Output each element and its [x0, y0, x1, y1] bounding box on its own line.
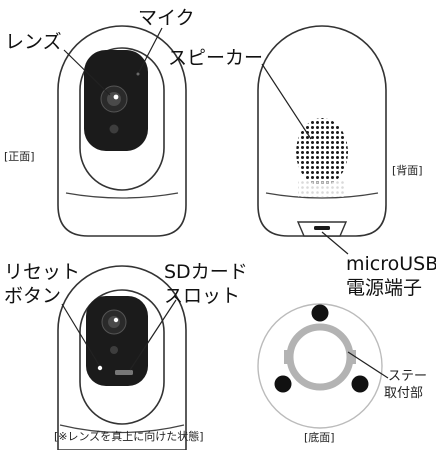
back-label: [背面]: [392, 163, 423, 177]
stand-leader-line: [347, 351, 389, 379]
mount-tab-right: [349, 350, 356, 364]
back-camera: [257, 25, 387, 237]
sd-leader-line: [129, 299, 177, 371]
lens-label: レンズ: [5, 31, 62, 53]
usb-port-icon: [314, 226, 330, 230]
lens-up-note: [※レンズを真上に向けた状態]: [54, 429, 204, 443]
mount-tab-left: [284, 350, 291, 364]
lens-panel-up: [86, 296, 148, 386]
front-label: [正面]: [4, 150, 35, 163]
reset-button-icon: [97, 365, 103, 371]
stand-label-line1: ステー: [388, 369, 427, 384]
foot-left-icon: [274, 375, 292, 393]
mic-label: マイク: [138, 7, 195, 29]
mic-leader-line: [138, 27, 163, 73]
bottom-label: [底面]: [304, 430, 335, 444]
sensor-icon: [109, 124, 119, 134]
front-camera: [57, 25, 187, 237]
foot-right-icon: [351, 375, 369, 393]
speaker-leader-line: [261, 63, 312, 140]
microusb-label-line1: microUSB: [346, 253, 436, 275]
foot-top-icon: [311, 304, 329, 322]
bottom-view: [257, 303, 383, 429]
microusb-label-line2: 電源端子: [346, 277, 422, 299]
reset-leader-line: [61, 303, 100, 366]
sdcard-label-line1: SDカード: [164, 261, 248, 283]
speaker-label: スピーカー: [168, 47, 263, 69]
lens-up-camera: [57, 265, 187, 450]
reset-label-line2: ボタン: [4, 285, 61, 307]
reset-label-line1: リセット: [4, 261, 80, 283]
usb-leader-line: [321, 231, 349, 255]
sdcard-label-line2: スロット: [164, 285, 240, 307]
sd-slot-icon: [115, 370, 133, 375]
lens-leader-line: [63, 49, 111, 96]
stand-label-line2: 取付部: [384, 386, 423, 401]
mic-hole-icon: [136, 72, 140, 76]
